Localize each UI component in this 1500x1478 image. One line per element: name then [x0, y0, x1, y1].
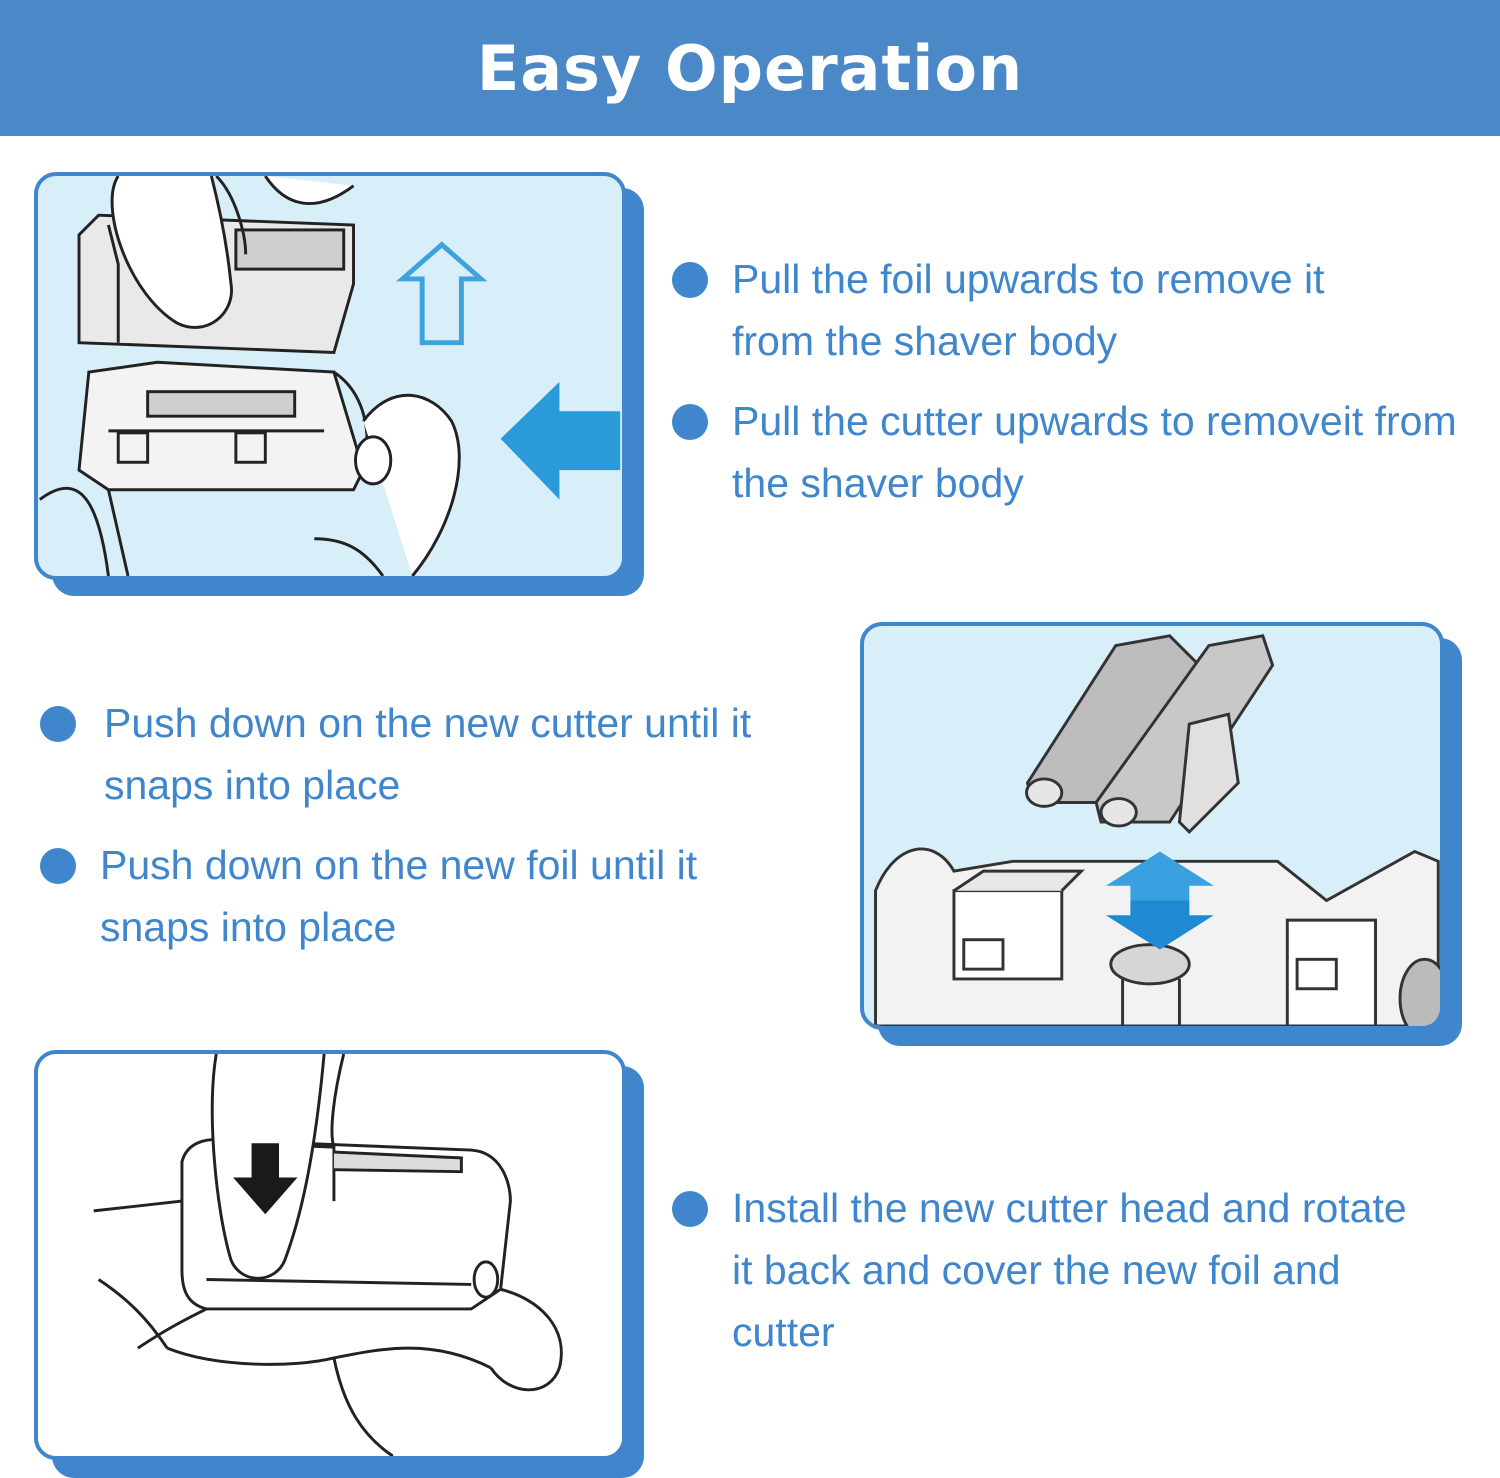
foil-removal-drawing	[38, 176, 621, 576]
foil-push-illustration	[34, 1050, 626, 1460]
bullet-dot-icon	[672, 404, 708, 440]
bullet-text: Push down on the new cutter until it sna…	[104, 700, 752, 808]
foil-push-drawing	[93, 1054, 563, 1456]
list-item: Push down on the new cutter until it sna…	[40, 692, 830, 816]
cutter-install-illustration	[860, 622, 1444, 1030]
section-2-text: Push down on the new cutter until it sna…	[40, 692, 830, 976]
bullet-text: Install the new cutter head and rotate i…	[732, 1185, 1407, 1355]
bullet-dot-icon	[672, 262, 708, 298]
header-banner: Easy Operation	[0, 0, 1500, 136]
cutter-install-drawing	[874, 634, 1440, 1026]
bullet-dot-icon	[40, 706, 76, 742]
list-item: Install the new cutter head and rotate i…	[672, 1177, 1472, 1363]
section-1-text: Pull the foil upwards to remove it from …	[672, 248, 1472, 532]
bullet-dot-icon	[40, 848, 76, 884]
list-item: Push down on the new foil until it snaps…	[40, 834, 830, 958]
foil-removal-illustration	[34, 172, 626, 580]
section-3-text: Install the new cutter head and rotate i…	[672, 1177, 1472, 1381]
page-title: Easy Operation	[476, 31, 1024, 105]
bullet-text: Pull the cutter upwards to removeit from…	[732, 398, 1457, 506]
list-item: Pull the foil upwards to remove it from …	[672, 248, 1472, 372]
bullet-text: Pull the foil upwards to remove it from …	[732, 256, 1325, 364]
bullet-text: Push down on the new foil until it snaps…	[100, 842, 698, 950]
bullet-dot-icon	[672, 1191, 708, 1227]
list-item: Pull the cutter upwards to removeit from…	[672, 390, 1472, 514]
